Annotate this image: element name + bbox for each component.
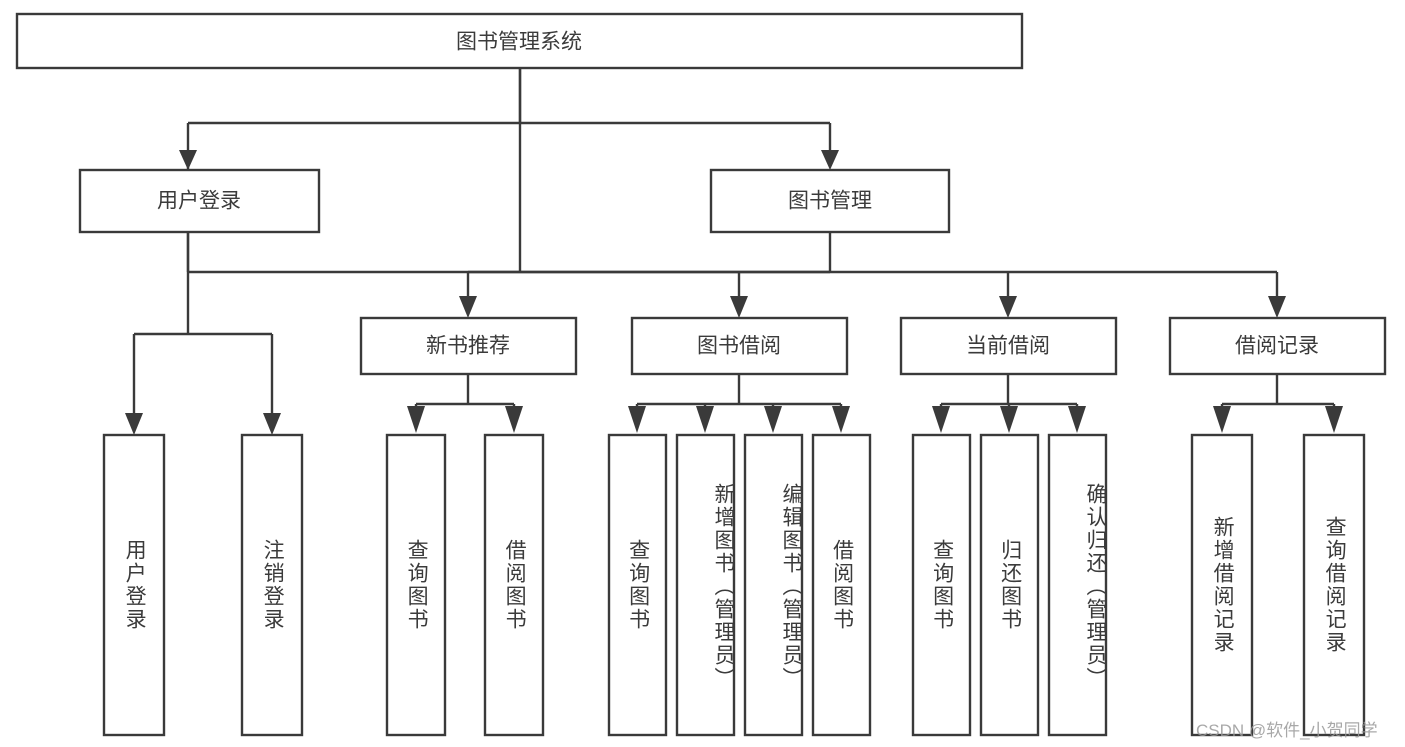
node-leaf-return-book-box[interactable]	[979, 433, 1040, 737]
node-book-manage[interactable]: 图书管理	[709, 168, 951, 234]
connector-new-book-recommend-children	[407, 374, 523, 433]
arrow-head-book-manage	[821, 150, 839, 170]
arrow-head-leaf-query-book-1	[407, 406, 425, 433]
node-leaf-confirm-return-box[interactable]	[1047, 433, 1108, 737]
arrow-head-leaf-return-book	[1000, 406, 1018, 433]
arrow-head-leaf-borrow-book-1	[505, 406, 523, 433]
connector-root-children	[179, 68, 839, 170]
node-new-book-recommend-box[interactable]	[359, 316, 578, 376]
node-user-login[interactable]: 用户登录	[78, 168, 321, 234]
node-leaf-query-book-3-box[interactable]	[911, 433, 972, 737]
node-book-borrow-label: 图书借阅	[697, 335, 781, 358]
arrow-head-leaf-query-borrow-record	[1325, 406, 1343, 433]
node-leaf-query-borrow-record-box[interactable]	[1302, 433, 1366, 737]
node-leaf-borrow-book-2-box[interactable]	[811, 433, 872, 737]
arrow-head-leaf-add-borrow-record	[1213, 406, 1231, 433]
node-leaf-user-login-box[interactable]	[102, 433, 166, 737]
arrow-head-leaf-query-book-3	[932, 406, 950, 433]
node-user-login-box[interactable]	[78, 168, 321, 234]
node-root[interactable]: 图书管理系统	[15, 12, 1024, 70]
arrow-head-leaf-query-book-2	[628, 406, 646, 433]
node-book-manage-label: 图书管理	[788, 190, 872, 213]
node-leaf-edit-book-box[interactable]	[743, 433, 804, 737]
connector-current-borrow-children	[932, 374, 1086, 433]
connector-book-borrow-children	[628, 374, 850, 433]
arrow-head-leaf-user-logout	[263, 413, 281, 435]
node-leaf-query-book-1-box[interactable]	[385, 433, 447, 737]
arrow-head-user-login	[179, 150, 197, 170]
connector-borrow-record-children	[1213, 374, 1343, 433]
node-borrow-record[interactable]: 借阅记录	[1168, 316, 1387, 376]
connector-user-login-children	[125, 232, 281, 435]
node-current-borrow[interactable]: 当前借阅	[899, 316, 1118, 376]
node-root-box[interactable]	[15, 12, 1024, 70]
node-leaf-add-book-box[interactable]	[675, 433, 736, 737]
node-user-login-label: 用户登录	[157, 190, 241, 213]
arrow-head-leaf-confirm-return	[1068, 406, 1086, 433]
arrow-head-book-borrow	[730, 296, 748, 318]
node-leaf-query-book-2-box[interactable]	[607, 433, 668, 737]
node-book-borrow[interactable]: 图书借阅	[630, 316, 849, 376]
arrow-head-current-borrow	[999, 296, 1017, 318]
connector-book-manage-children	[459, 232, 1286, 318]
arrow-head-leaf-borrow-book-2	[832, 406, 850, 433]
node-current-borrow-label: 当前借阅	[966, 335, 1050, 358]
node-new-book-recommend[interactable]: 新书推荐	[359, 316, 578, 376]
node-leaf-add-borrow-record-box[interactable]	[1190, 433, 1254, 737]
node-leaf-user-logout-box[interactable]	[240, 433, 304, 737]
arrow-head-new-book-recommend	[459, 296, 477, 318]
csdn-watermark: CSDN @软件_小贺同学	[1196, 721, 1378, 740]
arrow-head-leaf-user-login	[125, 413, 143, 435]
node-borrow-record-box[interactable]	[1168, 316, 1387, 376]
node-root-label: 图书管理系统	[456, 31, 582, 54]
node-book-manage-box[interactable]	[709, 168, 951, 234]
node-new-book-recommend-label: 新书推荐	[426, 335, 510, 358]
node-book-borrow-box[interactable]	[630, 316, 849, 376]
arrow-head-leaf-edit-book	[764, 406, 782, 433]
node-borrow-record-label: 借阅记录	[1235, 335, 1319, 358]
node-leaf-borrow-book-1-box[interactable]	[483, 433, 545, 737]
arrow-head-leaf-add-book	[696, 406, 714, 433]
node-current-borrow-box[interactable]	[899, 316, 1118, 376]
arrow-head-borrow-record	[1268, 296, 1286, 318]
